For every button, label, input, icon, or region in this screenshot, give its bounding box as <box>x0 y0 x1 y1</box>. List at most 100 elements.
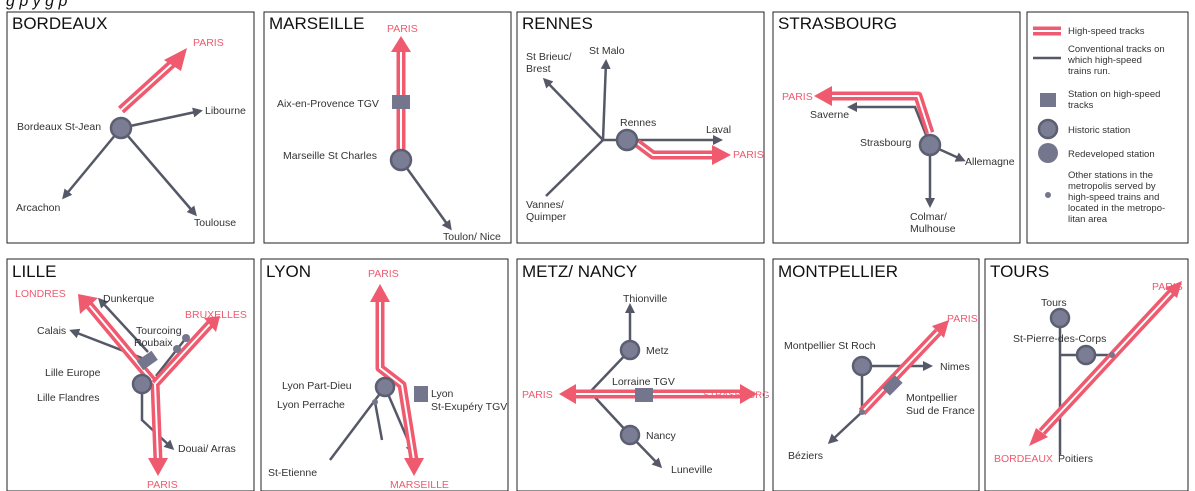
historic-station-icon <box>851 355 873 377</box>
track-perrache-spur <box>373 401 384 441</box>
panel-frame <box>6 258 255 491</box>
label-toulon: Toulon/ Nice <box>443 231 501 243</box>
historic-station-icon <box>918 133 942 157</box>
label-laval: Laval <box>706 124 731 136</box>
label-vannes-2: Quimper <box>526 211 567 223</box>
track-dunkerque <box>97 297 149 353</box>
hs-station-icon <box>414 386 428 402</box>
historic-station-icon <box>131 373 153 395</box>
hs-station-icon <box>882 375 903 396</box>
panel-frame <box>516 11 765 244</box>
label-paris: PARIS <box>733 149 764 161</box>
historic-station-icon <box>619 339 641 361</box>
hs-arrowhead <box>740 384 757 404</box>
label-perrache: Lyon Perrache <box>277 399 345 411</box>
hs-arrowhead <box>932 320 949 338</box>
panel-title: METZ/ NANCY <box>522 262 637 281</box>
historic-station-icon <box>1075 344 1097 366</box>
svg-text:trains run.: trains run. <box>1068 66 1110 77</box>
panel-title: BORDEAUX <box>12 14 107 33</box>
label-stpierre: St-Pierre-des-Corps <box>1013 333 1106 345</box>
historic-station-icon <box>619 424 641 446</box>
hs-arrowhead <box>814 86 832 106</box>
label-flandres: Lille Flandres <box>37 392 99 404</box>
historic-station-icon <box>374 376 396 398</box>
panel-title: RENNES <box>522 14 593 33</box>
legend-hs-label: High-speed tracks <box>1068 26 1145 37</box>
panel-title: STRASBOURG <box>778 14 897 33</box>
label-station: Strasbourg <box>860 137 912 149</box>
label-paris: PARIS <box>193 37 224 49</box>
historic-station-icon <box>615 128 639 152</box>
historic-station-icon <box>389 148 413 172</box>
track-metz-nancy <box>588 349 663 469</box>
panel-lyon: LYON PARIS Lyon Part-Dieu Lyon Perrache … <box>260 258 509 491</box>
panel-frame <box>6 11 255 244</box>
hs-arrowhead <box>1029 428 1048 446</box>
legend-stn-label: Station on high-speed <box>1068 89 1160 100</box>
label-nimes: Nimes <box>940 361 970 373</box>
legend-redeveloped-icon <box>1038 143 1058 163</box>
label-strasbourg: STRASBOURG <box>703 390 770 401</box>
hs-arrowhead <box>204 316 220 332</box>
legend-historic-label: Historic station <box>1068 125 1130 136</box>
track-beziers <box>827 366 864 445</box>
label-paris: PARIS <box>522 389 553 401</box>
legend-other-label: Other stations in the <box>1068 170 1153 181</box>
svg-text:litan area: litan area <box>1068 214 1108 225</box>
legend-hs-station-icon <box>1040 93 1056 107</box>
label-metz: Metz <box>646 345 669 357</box>
label-tourcoing: Tourcoing <box>136 325 182 337</box>
panel-metz-nancy: METZ/ NANCY Thionville Metz Lorraine TGV… <box>516 258 770 491</box>
label-toulouse: Toulouse <box>194 217 236 229</box>
track-stbrieuc <box>542 77 604 141</box>
track-stmalo <box>600 59 611 141</box>
panel-frame <box>263 11 512 244</box>
label-partdieu: Lyon Part-Dieu <box>282 380 352 392</box>
small-station-icon <box>372 399 378 405</box>
label-nancy: Nancy <box>646 430 677 442</box>
label-paris: PARIS <box>147 479 178 491</box>
label-stmalo: St Malo <box>589 45 625 57</box>
legend-conv-label: Conventional tracks on <box>1068 44 1165 55</box>
label-saverne: Saverne <box>810 109 849 121</box>
label-luneville: Luneville <box>671 464 713 476</box>
svg-text:metropolis served by: metropolis served by <box>1068 181 1156 192</box>
panel-frame <box>984 258 1189 491</box>
label-stroch: Montpellier St Roch <box>784 340 876 352</box>
panel-strasbourg: STRASBOURG PARIS Saverne Strasbourg Alle… <box>772 11 1021 244</box>
hs-station-icon <box>392 95 410 109</box>
legend-historic-icon <box>1037 118 1059 140</box>
svg-text:high-speed trains and: high-speed trains and <box>1068 192 1159 203</box>
historic-station-icon <box>1049 307 1071 329</box>
label-tours: Tours <box>1041 297 1067 309</box>
panel-title: TOURS <box>990 262 1049 281</box>
label-lorraine: Lorraine TGV <box>612 376 675 388</box>
label-allemagne: Allemagne <box>965 156 1015 168</box>
label-vannes: Vannes/ <box>526 199 564 211</box>
label-europe: Lille Europe <box>45 367 101 379</box>
label-station: Marseille St Charles <box>283 150 377 162</box>
hs-arrowhead <box>391 36 411 52</box>
label-stex-2: St-Exupéry TGV <box>431 401 507 413</box>
label-poitiers: Poitiers <box>1058 453 1093 465</box>
panel-frame <box>772 11 1021 244</box>
legend: High-speed tracks Conventional tracks on… <box>1026 11 1189 244</box>
small-station-icon <box>182 334 190 342</box>
track-douai <box>140 384 175 451</box>
legend-redeveloped-label: Redeveloped station <box>1068 149 1155 160</box>
legend-other-icon <box>1045 192 1051 198</box>
label-station: Rennes <box>620 117 656 129</box>
label-dunkerque: Dunkerque <box>103 293 155 305</box>
panel-title: MONTPELLIER <box>778 262 898 281</box>
panel-bordeaux: BORDEAUX PARIS Bordeaux St-Jean Libourne… <box>6 11 255 244</box>
hs-arrowhead <box>404 458 424 476</box>
header-fragment: g p y g p <box>6 0 67 10</box>
track-stetienne <box>329 386 386 461</box>
small-station-icon <box>859 409 865 415</box>
track-toulouse <box>120 127 197 217</box>
panel-montpellier: MONTPELLIER PARIS Montpellier St Roch Ni… <box>772 258 980 491</box>
hs-arrowhead <box>712 145 731 165</box>
label-paris: PARIS <box>1152 281 1183 293</box>
